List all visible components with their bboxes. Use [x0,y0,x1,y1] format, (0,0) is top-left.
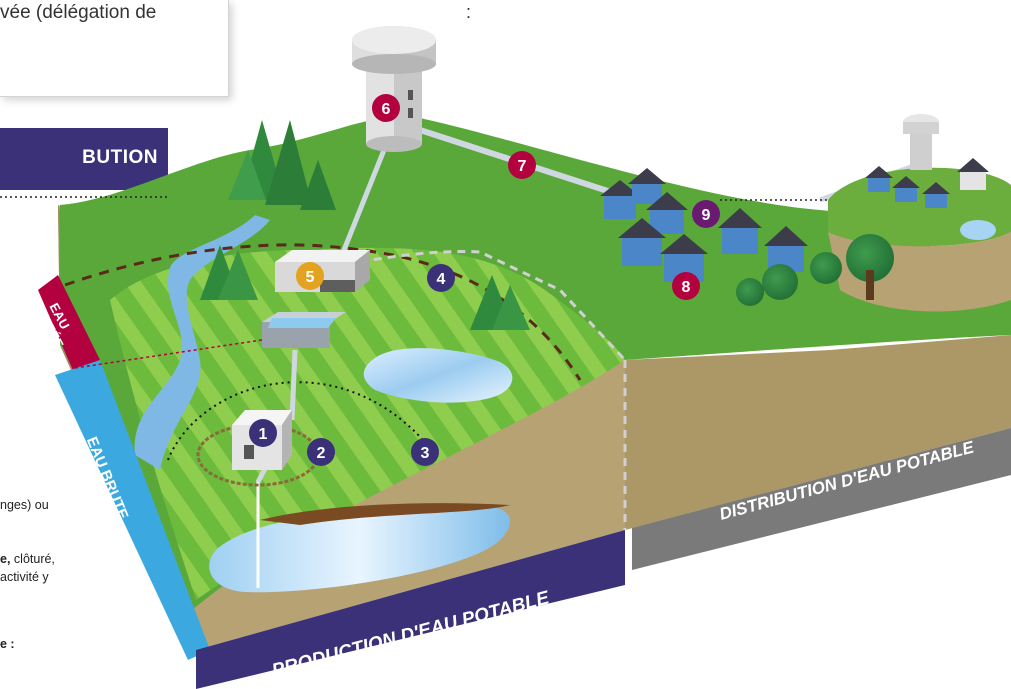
marker-3[interactable]: 3 [411,438,439,466]
aquifer [209,504,511,593]
pipe-to-tower [337,134,393,261]
raw-water-bar [55,360,210,660]
marker-5[interactable]: 5 [296,262,324,290]
svg-text:4: 4 [437,271,446,288]
marker-9[interactable]: 9 [692,200,720,228]
svg-text:3: 3 [421,445,430,462]
village-houses [600,158,989,282]
svg-text:2: 2 [317,445,326,462]
water-tower-icon [352,26,436,152]
lake [363,348,513,403]
left-text-bold: e, [0,552,11,566]
forest [200,120,530,330]
protection-zone [110,247,625,600]
left-text-line-1: nges) ou [0,498,49,512]
svg-text:6: 6 [382,101,391,118]
left-text-line-4: e : [0,637,15,651]
remote-village-plateau [828,114,1011,312]
left-text-line-3: activité y [0,570,49,584]
left-text-rest: clôturé, [10,552,55,566]
intro-text-line: vée (délégation de [0,2,157,23]
soil-right-face [625,335,1011,530]
marker-8[interactable]: 8 [672,272,700,300]
marker-1[interactable]: 1 [249,419,277,447]
distribution-band [632,428,1011,570]
river [134,215,270,470]
aquifer-clay-layer [260,503,510,525]
marker-6[interactable]: 6 [372,94,400,122]
marker-7[interactable]: 7 [508,151,536,179]
marker-2[interactable]: 2 [307,438,335,466]
treated-water-bar [38,275,100,375]
production-band [196,530,625,689]
left-text-line-2: e, clôturé, [0,552,55,566]
trees [736,234,894,306]
intro-text-card: vée (délégation de [0,0,229,97]
svg-text:7: 7 [518,158,527,175]
distribution-header-label: BUTION [82,147,158,168]
svg-text:5: 5 [306,269,315,286]
svg-text:8: 8 [682,279,691,296]
close-protection-perimeter [167,381,431,461]
svg-text:1: 1 [259,426,268,443]
colon-text: : [466,2,472,22]
svg-text:9: 9 [702,207,711,224]
production-distribution-boundary [359,250,627,362]
marker-4[interactable]: 4 [427,264,455,292]
distribution-header-band: BUTION [0,128,168,190]
